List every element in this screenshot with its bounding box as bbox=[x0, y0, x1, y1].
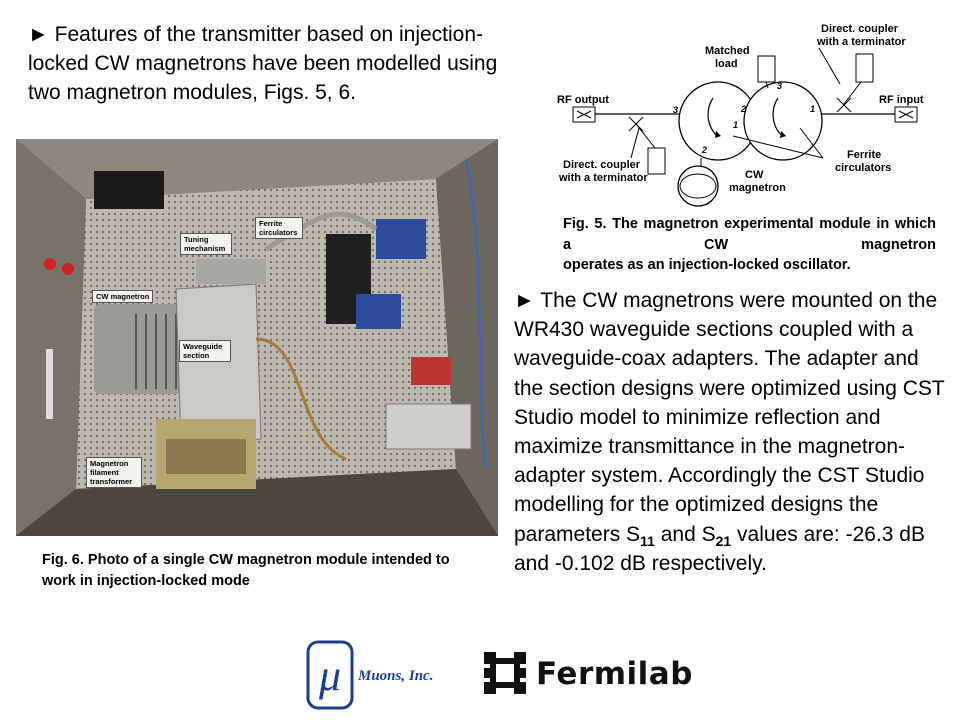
matched-load-label-2: load bbox=[715, 58, 738, 70]
label-tuning-mechanism: Tuning mechanism bbox=[180, 233, 232, 255]
intro-text: Features of the transmitter based on inj… bbox=[28, 23, 498, 104]
fermilab-logo-mark bbox=[484, 652, 526, 694]
bullet-icon: ► bbox=[28, 23, 49, 46]
coupler-right bbox=[836, 53, 874, 113]
coupler-bottom-label-2: with a terminator bbox=[558, 172, 648, 184]
muons-logo: μ Muons, Inc. bbox=[306, 640, 470, 712]
fig5-caption-line2: operates as an injection-locked oscillat… bbox=[563, 257, 851, 273]
body-text-part2: and S bbox=[660, 522, 716, 546]
magnetron-circle bbox=[677, 165, 719, 207]
body-paragraph: ► The CW magnetrons were mounted on the … bbox=[514, 286, 950, 578]
port-3a: 3 bbox=[673, 105, 678, 115]
fig6-photo-art bbox=[16, 139, 498, 536]
coupler-top-label-1: Direct. coupler bbox=[821, 23, 899, 35]
fig5-caption-line1: Fig. 5. The magnetron experimental modul… bbox=[563, 216, 936, 253]
fig6-caption: Fig. 6. Photo of a single CW magnetron m… bbox=[42, 552, 450, 589]
fig5-caption: Fig. 5. The magnetron experimental modul… bbox=[563, 214, 936, 276]
s21-subscript: 21 bbox=[715, 532, 732, 549]
cw-label-1: CW bbox=[745, 169, 764, 181]
ferrite-label-2: circulators bbox=[835, 162, 891, 174]
label-filament-transformer: Magnetron filament transformer bbox=[86, 457, 142, 488]
fig5-diagram-svg: 3 2 1 3 2 1 RF output RF input Matched l… bbox=[557, 23, 924, 207]
label-ferrite-circulators: Ferrite circulators bbox=[255, 217, 303, 239]
matched-load-label-1: Matched bbox=[705, 45, 750, 57]
port-3b: 3 bbox=[777, 81, 782, 91]
muons-symbol: μ bbox=[318, 651, 341, 700]
port-1a: 1 bbox=[733, 120, 738, 130]
label-waveguide-section: Waveguide section bbox=[179, 340, 231, 362]
rf-input-label: RF input bbox=[879, 94, 924, 106]
cw-label-2: magnetron bbox=[729, 182, 786, 194]
port-1b: 1 bbox=[810, 104, 815, 114]
fermilab-logo: Fermilab bbox=[480, 648, 692, 700]
intro-paragraph: ► Features of the transmitter based on i… bbox=[28, 20, 518, 107]
ferrite-label-1: Ferrite bbox=[847, 149, 881, 161]
coupler-top-label-2: with a terminator bbox=[816, 36, 906, 48]
fermilab-name: Fermilab bbox=[536, 656, 693, 692]
matched-load-box bbox=[757, 55, 776, 83]
port-2a: 2 bbox=[740, 104, 746, 114]
rf-output-label: RF output bbox=[557, 94, 609, 106]
coupler-bottom-label-1: Direct. coupler bbox=[563, 159, 641, 171]
port-2b: 2 bbox=[701, 145, 707, 155]
muons-name: Muons, Inc. bbox=[358, 668, 434, 684]
circulator-right bbox=[743, 81, 823, 161]
fig6-photo: Tuning mechanism Ferrite circulators CW … bbox=[16, 139, 498, 536]
s11-subscript: 11 bbox=[640, 532, 655, 549]
body-text-part3: values are: -26.3 dB and -0.102 dB respe… bbox=[514, 522, 925, 575]
bullet-icon: ► bbox=[514, 289, 535, 312]
body-text-part1: The CW magnetrons were mounted on the WR… bbox=[514, 289, 945, 546]
fig5-diagram: 3 2 1 3 2 1 RF output RF input Matched l… bbox=[555, 18, 940, 208]
coupler-left bbox=[628, 116, 666, 175]
muons-logo-mark: μ bbox=[306, 640, 354, 710]
label-cw-magnetron: CW magnetron bbox=[92, 290, 154, 303]
